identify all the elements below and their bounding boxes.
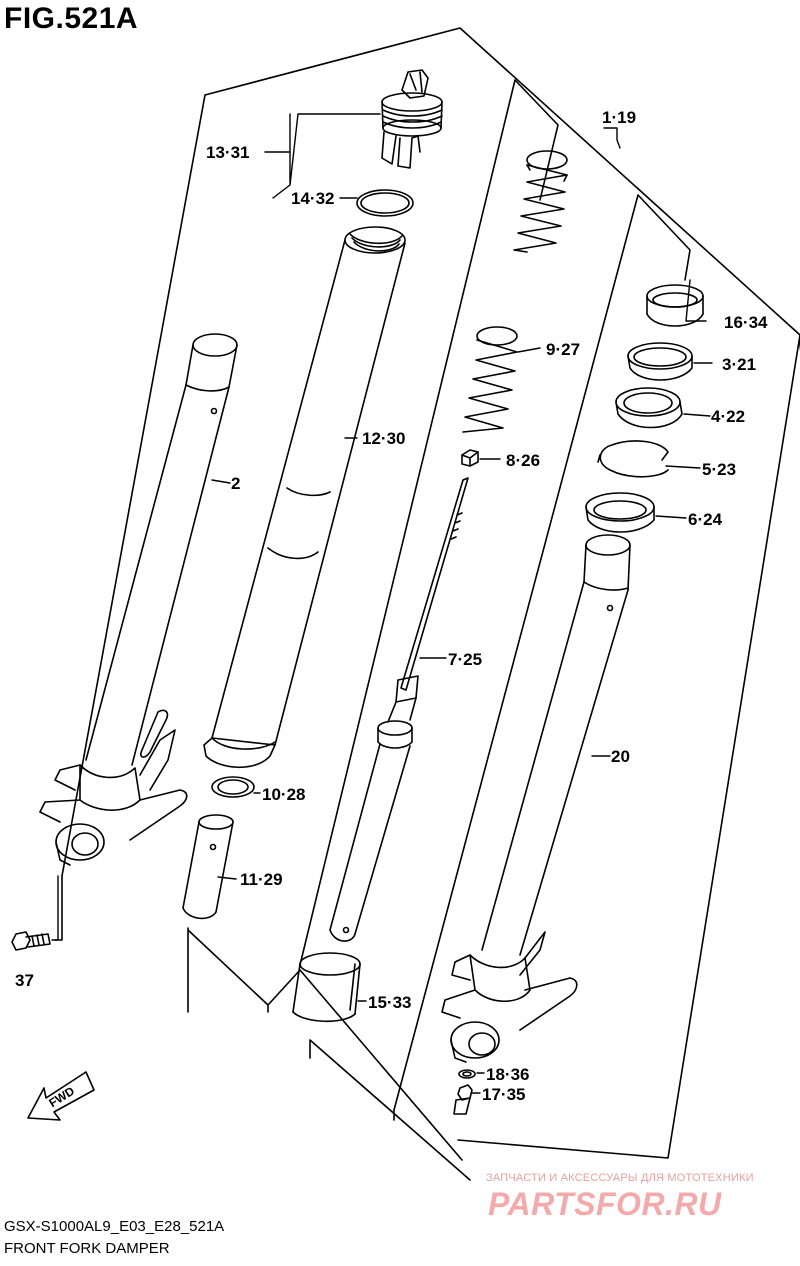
oil-seal-stopper-ring (627, 342, 693, 381)
callout-20: 20 (611, 747, 630, 766)
callout-15-33: 15·33 (368, 993, 412, 1012)
right-panel-frame (393, 194, 691, 1121)
figure-title: FIG.521A (4, 2, 139, 35)
o-ring (356, 189, 414, 217)
callout-6-24: 6·24 (688, 510, 723, 529)
cartridge-panel-outline (187, 927, 463, 1161)
damper-cartridge (329, 477, 469, 942)
dust-seal (646, 284, 704, 327)
callout-11-29: 11·29 (240, 870, 283, 889)
callout-8-26: 8·26 (506, 451, 541, 470)
spacer-pipe (182, 814, 234, 920)
callout-18-36: 18·36 (486, 1065, 530, 1084)
fwd-arrow-icon (27, 1071, 95, 1121)
axle-pinch-bolt (11, 931, 51, 951)
callout-9-27: 9·27 (546, 340, 581, 359)
figure-caption: FRONT FORK DAMPER (4, 1240, 170, 1257)
fork-spring-upper (513, 150, 568, 253)
cartridge-panel-frame (299, 79, 559, 1181)
callout-7-25: 7·25 (448, 650, 483, 669)
spring-guide-ring (211, 776, 255, 798)
watermark-logo: PARTSFOR.RU (488, 1186, 722, 1222)
guide-bushing-seal (585, 492, 655, 533)
callout-1-19: 1·19 (602, 108, 637, 127)
inner-fork-tube (203, 226, 406, 768)
callout-12-30: 12·30 (362, 429, 406, 448)
oil-seal (615, 387, 683, 429)
callout-17-35: 17·35 (482, 1085, 526, 1104)
fork-spring-lower (462, 326, 518, 433)
callout-13-31: 13·31 (206, 143, 250, 162)
circlip (597, 440, 669, 478)
watermark-tagline: ЗАПЧАСТИ И АКСЕССУАРЫ ДЛЯ МОТОТЕХНИКИ (486, 1172, 754, 1184)
callout-37: 37 (15, 971, 34, 990)
callout-16-34: 16·34 (724, 313, 768, 332)
outer-fork-tube-right (441, 534, 631, 1063)
assembly-outline-right (457, 334, 800, 1159)
fork-cap-bolt (381, 69, 443, 169)
slide-bushing (292, 952, 361, 1023)
lock-nut (461, 449, 479, 467)
callout-14-32: 14·32 (291, 189, 335, 208)
outer-fork-tube-left (39, 333, 238, 866)
callout-5-23: 5·23 (702, 460, 737, 479)
leader-lines (51, 113, 713, 1094)
callout-4-22: 4·22 (711, 407, 746, 426)
drain-bolt (453, 1084, 473, 1115)
callout-10-28: 10·28 (262, 785, 306, 804)
assembly-outline-left (61, 27, 800, 877)
model-code: GSX-S1000AL9_E03_E28_521A (4, 1218, 225, 1235)
callout-3-21: 3·21 (722, 355, 757, 374)
drain-gasket (458, 1069, 476, 1079)
callout-2: 2 (231, 474, 241, 493)
